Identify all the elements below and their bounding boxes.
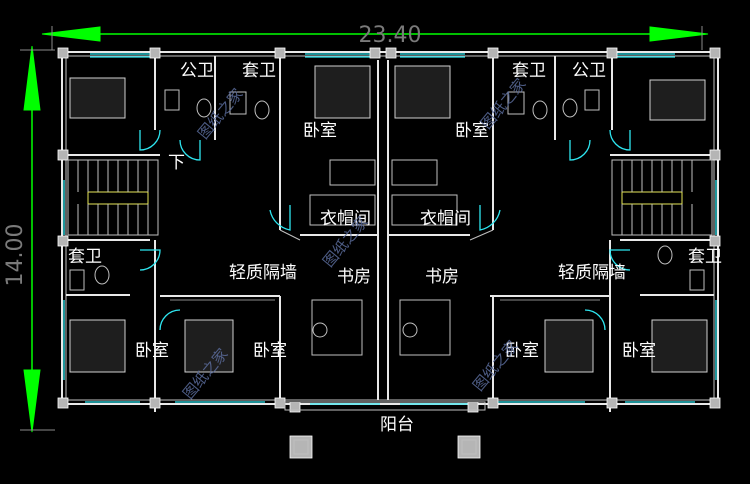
label-public-bath-left: 公卫 [180, 61, 214, 81]
width-dimension: 23.40 [41, 23, 709, 50]
doors [139, 129, 631, 331]
height-dimension: 14.00 [3, 45, 55, 433]
label-bedroom-bottom-1: 卧室 [135, 341, 169, 361]
label-suite-bath-mid-right: 套卫 [688, 247, 722, 267]
label-study-right: 书房 [425, 267, 459, 287]
label-bedroom-top-right: 卧室 [455, 121, 489, 141]
label-cloakroom-left: 衣帽间 [320, 209, 371, 229]
label-stair-down: 下 [168, 153, 185, 173]
width-label: 23.40 [359, 23, 422, 48]
label-study-left: 书房 [337, 267, 371, 287]
label-balcony: 阳台 [380, 415, 414, 435]
balcony [284, 401, 486, 459]
stair-left [67, 159, 159, 236]
label-bedroom-bottom-2: 卧室 [253, 341, 287, 361]
arrow-up-icon [23, 45, 41, 111]
windows [63, 53, 717, 405]
interior-walls [66, 56, 714, 404]
label-cloakroom-right: 衣帽间 [420, 209, 471, 229]
desks-and-closets [309, 159, 458, 356]
stair-right [611, 159, 713, 236]
watermark-2: 图纸之家 [477, 75, 529, 133]
label-partition-right: 轻质隔墙 [558, 263, 626, 283]
arrow-right-icon [649, 26, 709, 42]
height-label: 14.00 [3, 224, 28, 287]
watermark-5: 图纸之家 [469, 337, 521, 395]
structural-columns [57, 47, 721, 413]
room-labels: 公卫 套卫 卧室 卧室 套卫 公卫 下 衣帽间 衣帽间 套卫 套卫 轻质隔墙 轻… [68, 61, 722, 435]
label-partition-left: 轻质隔墙 [229, 263, 297, 283]
arrow-down-icon [23, 369, 41, 433]
arrow-left-icon [41, 26, 101, 42]
label-bedroom-bottom-3: 卧室 [505, 341, 539, 361]
label-suite-bath-top-right: 套卫 [512, 61, 546, 81]
label-bedroom-bottom-4: 卧室 [622, 341, 656, 361]
beds [69, 65, 708, 373]
bathroom-fixtures [69, 89, 705, 291]
label-suite-bath-top-left: 套卫 [242, 61, 276, 81]
label-public-bath-right: 公卫 [572, 61, 606, 81]
label-bedroom-top-left: 卧室 [303, 121, 337, 141]
label-suite-bath-mid-left: 套卫 [68, 247, 102, 267]
